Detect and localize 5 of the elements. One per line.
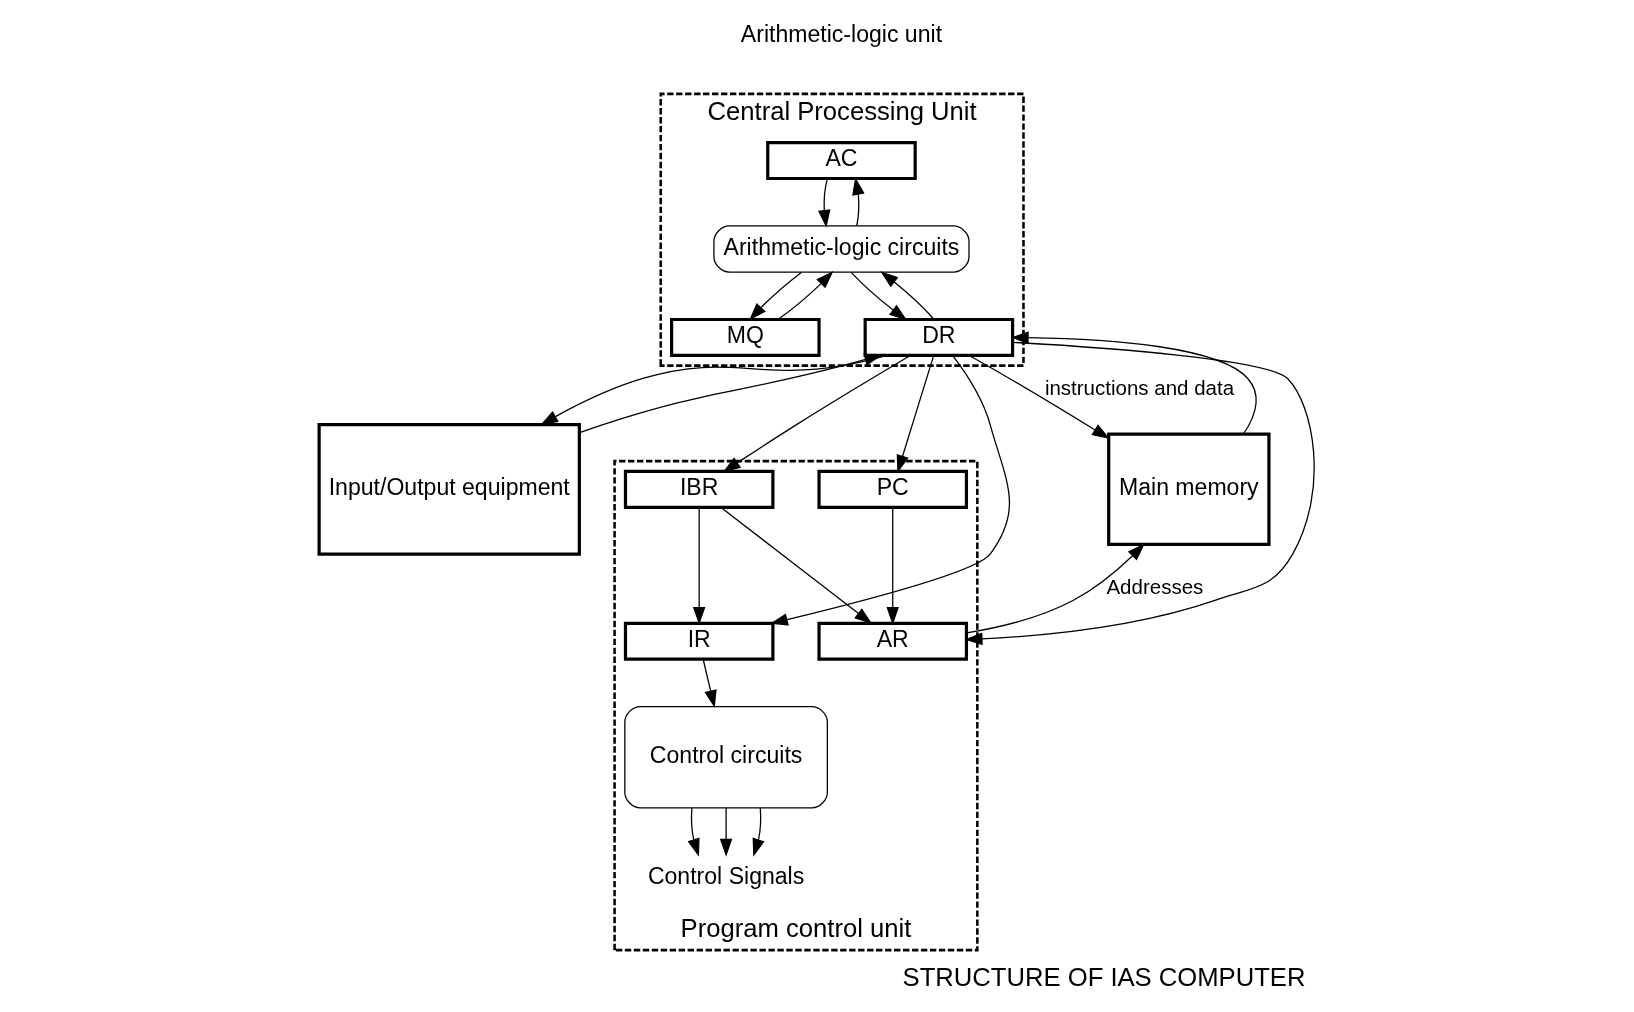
label: Arithmetic-logic unit [740,20,943,47]
caption: STRUCTURE OF IAS COMPUTER [902,963,1306,992]
edge-label: instructions and data [1044,375,1235,399]
edge-label: Addresses [1106,574,1204,598]
node-text: Control Signals [647,863,805,889]
